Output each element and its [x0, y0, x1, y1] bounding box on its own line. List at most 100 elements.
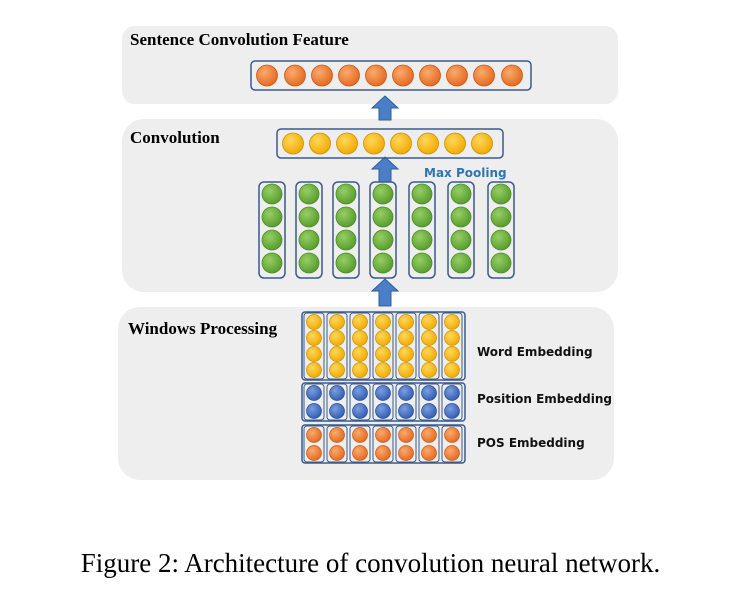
- feature-node: [256, 64, 278, 87]
- word-node: [398, 314, 414, 330]
- window-column: [372, 425, 394, 463]
- window-column-frame: [441, 383, 463, 421]
- feature-map-column: [332, 181, 360, 279]
- feature-vector: [250, 60, 532, 91]
- pos-node: [306, 445, 322, 461]
- window-column-frame: [418, 383, 440, 421]
- word-node: [306, 362, 322, 378]
- pooled-node: [282, 132, 304, 155]
- conv-node: [298, 229, 320, 251]
- window-column: [441, 312, 463, 380]
- pos-node: [375, 427, 391, 443]
- conv-node: [261, 183, 283, 205]
- window-column-frame: [326, 312, 348, 380]
- conv-node: [490, 206, 512, 228]
- window-column: [303, 425, 325, 463]
- window-column-frame: [372, 425, 394, 463]
- feature-node: [392, 64, 414, 87]
- word-node: [375, 346, 391, 362]
- pos-embedding-label: POS Embedding: [477, 436, 585, 450]
- feature-map-frame: [258, 181, 286, 279]
- pooled-node: [471, 132, 493, 155]
- convolution-maps: [258, 181, 515, 279]
- position-node: [329, 385, 345, 401]
- position-node: [375, 403, 391, 419]
- pooled-node: [336, 132, 358, 155]
- position-node: [398, 385, 414, 401]
- window-column-frame: [418, 312, 440, 380]
- position-node: [352, 403, 368, 419]
- position-node: [306, 385, 322, 401]
- pos-node: [421, 427, 437, 443]
- position-node: [329, 403, 345, 419]
- convolution-panel-title: Convolution: [130, 128, 220, 147]
- pos-node: [306, 427, 322, 443]
- feature-map-frame: [332, 181, 360, 279]
- position-node: [306, 403, 322, 419]
- conv-node: [335, 206, 357, 228]
- word-node: [421, 362, 437, 378]
- feature-map-frame: [487, 181, 515, 279]
- conv-node: [372, 252, 394, 274]
- window-column-frame: [372, 383, 394, 421]
- feature-map-frame: [408, 181, 436, 279]
- window-column-frame: [372, 312, 394, 380]
- word-node: [444, 346, 460, 362]
- word-node: [398, 362, 414, 378]
- window-column-frame: [303, 312, 325, 380]
- feature-node: [473, 64, 495, 87]
- word-node: [306, 330, 322, 346]
- conv-node: [450, 206, 472, 228]
- window-column: [326, 312, 348, 380]
- conv-node: [261, 252, 283, 274]
- window-column: [418, 425, 440, 463]
- word-node: [444, 314, 460, 330]
- window-column: [303, 383, 325, 421]
- window-column-frame: [349, 425, 371, 463]
- word-node: [421, 330, 437, 346]
- word-node: [398, 330, 414, 346]
- feature-node: [338, 64, 360, 87]
- conv-node: [450, 183, 472, 205]
- pos-embedding-frame: [301, 424, 466, 464]
- feature-map-column: [408, 181, 436, 279]
- word-node: [306, 346, 322, 362]
- position-node: [444, 385, 460, 401]
- pos-node: [398, 427, 414, 443]
- pooled-node: [309, 132, 331, 155]
- word-node: [375, 314, 391, 330]
- figure-caption: Figure 2: Architecture of convolution ne…: [80, 548, 661, 578]
- window-column: [326, 383, 348, 421]
- conv-node: [490, 229, 512, 251]
- word-node: [421, 346, 437, 362]
- pooled-node: [390, 132, 412, 155]
- word-embedding-frame: [301, 311, 466, 381]
- window-column-frame: [326, 425, 348, 463]
- window-column: [418, 312, 440, 380]
- word-node: [329, 330, 345, 346]
- word-node: [306, 314, 322, 330]
- position-node: [421, 403, 437, 419]
- pos-node: [329, 445, 345, 461]
- pos-node: [352, 427, 368, 443]
- pooled-vector: [276, 128, 504, 159]
- feature-node: [311, 64, 333, 87]
- window-column: [441, 425, 463, 463]
- window-column-frame: [303, 425, 325, 463]
- position-node: [375, 385, 391, 401]
- window-column-frame: [326, 383, 348, 421]
- window-column: [395, 425, 417, 463]
- window-column-frame: [349, 383, 371, 421]
- window-column-frame: [349, 312, 371, 380]
- pooled-node: [417, 132, 439, 155]
- feature-node: [365, 64, 387, 87]
- window-column: [349, 312, 371, 380]
- word-node: [398, 346, 414, 362]
- position-node: [398, 403, 414, 419]
- conv-node: [490, 252, 512, 274]
- pos-node: [375, 445, 391, 461]
- pos-embedding-block: [301, 424, 466, 464]
- pos-node: [444, 427, 460, 443]
- word-node: [329, 314, 345, 330]
- word-node: [421, 314, 437, 330]
